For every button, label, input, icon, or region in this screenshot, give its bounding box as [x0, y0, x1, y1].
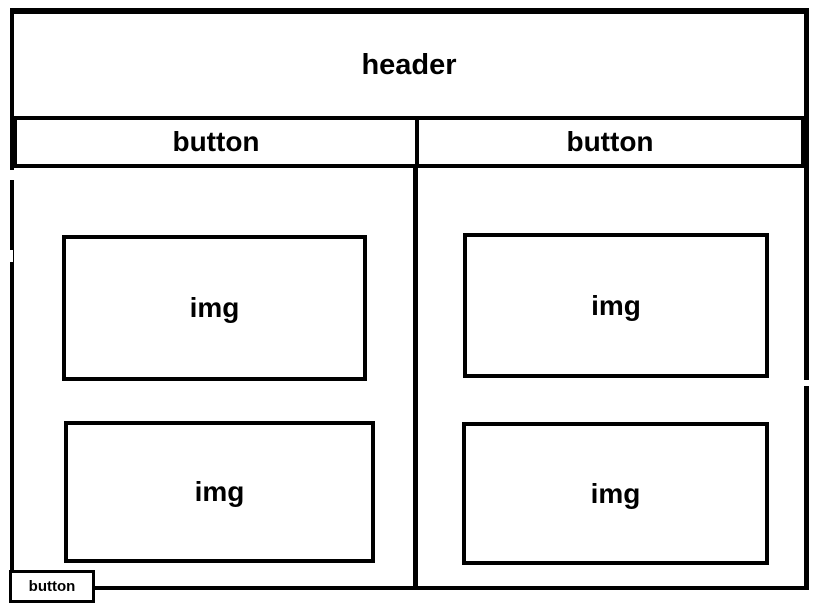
frame-gap-left-lower	[10, 250, 13, 262]
tab-button-label: button	[566, 126, 654, 157]
footer-button-label: button	[28, 578, 76, 595]
header: header	[10, 8, 809, 120]
tab-button-left[interactable]: button	[13, 116, 419, 168]
tab-button-right[interactable]: button	[415, 116, 805, 168]
image-placeholder-label: img	[189, 292, 240, 323]
image-placeholder: img	[462, 422, 769, 565]
image-placeholder-label: img	[194, 476, 245, 507]
tab-button-label: button	[172, 126, 260, 157]
header-label: header	[361, 48, 457, 81]
image-placeholder-label: img	[591, 289, 641, 321]
footer-button[interactable]: button	[9, 570, 95, 603]
image-placeholder: img	[463, 233, 769, 378]
image-placeholder-label: img	[590, 477, 641, 509]
image-placeholder: img	[64, 421, 375, 563]
image-placeholder: img	[62, 235, 367, 381]
frame-gap-left	[10, 170, 16, 180]
frame-gap-right	[801, 380, 809, 386]
column-divider	[413, 164, 418, 590]
